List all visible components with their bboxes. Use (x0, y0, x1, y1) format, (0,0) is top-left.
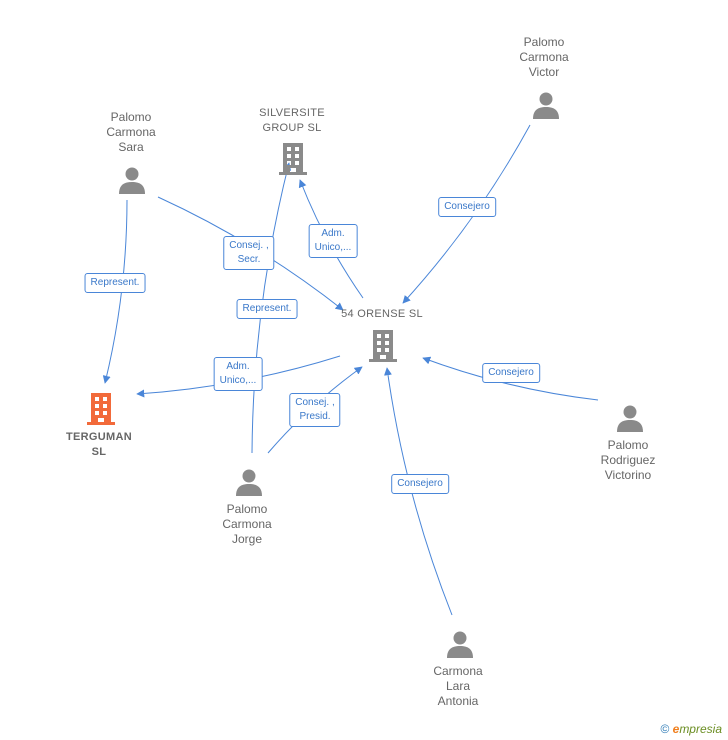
node-label-terguman[interactable]: TERGUMAN SL (66, 431, 132, 458)
node-label-victor[interactable]: Palomo Carmona Victor (519, 35, 569, 79)
node-label-silversite[interactable]: SILVERSITE GROUP SL (259, 107, 325, 134)
copyright-symbol: © (660, 722, 670, 736)
edge-label-victor-to-orense[interactable]: Consejero (438, 197, 496, 217)
sara-person-icon[interactable] (119, 167, 145, 195)
edge-label-sara-to-orense[interactable]: Consej. , Secr. (223, 236, 275, 270)
node-label-victorino[interactable]: Palomo Rodriguez Victorino (600, 438, 656, 482)
terguman-building-icon[interactable] (87, 393, 115, 425)
jorge-person-icon[interactable] (236, 469, 262, 497)
node-label-orense[interactable]: 54 ORENSE SL (341, 308, 423, 320)
edge-label-jorge-to-orense[interactable]: Consej. , Presid. (289, 393, 341, 427)
brand-logo-text: mpresia (679, 722, 722, 736)
node-label-sara[interactable]: Palomo Carmona Sara (106, 110, 156, 154)
edge-label-victorino-to-orense[interactable]: Consejero (482, 363, 540, 383)
silversite-building-icon[interactable] (279, 143, 307, 175)
orense-building-icon[interactable] (369, 330, 397, 362)
edge-label-sara-to-terguman[interactable]: Represent. (84, 273, 146, 293)
footer-brand: © empresia (660, 722, 722, 736)
brand-logo-initial: e (672, 722, 680, 736)
edge-label-orense-to-silversite[interactable]: Adm. Unico,... (308, 224, 358, 258)
edge-victor-to-orense (402, 124, 531, 304)
edge-label-orense-to-terguman[interactable]: Adm. Unico,... (213, 357, 263, 391)
node-label-antonia[interactable]: Carmona Lara Antonia (433, 664, 483, 708)
edge-label-jorge-to-silversite[interactable]: Represent. (236, 299, 298, 319)
antonia-person-icon[interactable] (447, 631, 473, 659)
victor-person-icon[interactable] (533, 92, 559, 120)
edge-label-antonia-to-orense[interactable]: Consejero (391, 474, 449, 494)
edge-victorino-to-orense (422, 356, 599, 401)
victorino-person-icon[interactable] (617, 405, 643, 433)
node-label-jorge[interactable]: Palomo Carmona Jorge (222, 502, 272, 546)
